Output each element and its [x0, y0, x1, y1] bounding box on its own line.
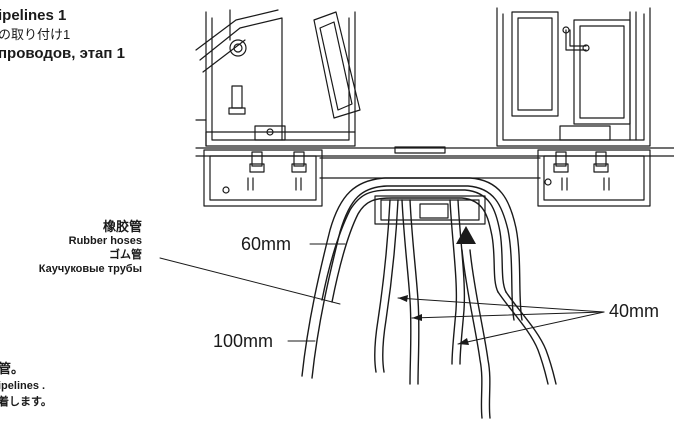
title-ja: の取り付け1: [0, 27, 71, 42]
title-en: ipelines 1: [0, 7, 67, 24]
note-en: ipelines .: [0, 380, 46, 392]
dimension-40mm: 40mm: [609, 301, 660, 321]
dim-40-leader-b: [411, 311, 605, 319]
rubber-hoses-label: 橡胶管 Rubber hoses ゴム管 Каучуковые трубы: [39, 220, 142, 278]
machine-left-body: [195, 9, 361, 147]
title-ru: проводов, этап 1: [0, 45, 125, 62]
machine-right-body: [496, 7, 651, 147]
hose-60mm: [321, 189, 507, 301]
hose-40mm-b: [401, 199, 412, 385]
note-ja-line2: 着します。: [0, 396, 52, 408]
dimension-100mm: 100mm: [213, 331, 274, 351]
hose-100mm: [301, 177, 523, 377]
note-ja-line1: 管。: [0, 361, 25, 376]
dimension-60mm: 60mm: [241, 234, 292, 254]
rubber-hoses-label-zh: 橡胶管: [102, 219, 142, 234]
dim-40-leader-c: [457, 311, 605, 345]
hose-40mm-c: [449, 199, 458, 365]
dim-40-arrowheads: [398, 295, 469, 345]
rubber-hoses-label-en: Rubber hoses: [68, 235, 142, 247]
leader-lines: [159, 243, 605, 345]
rubber-hoses-label-ru: Каучуковые трубы: [38, 263, 142, 275]
left-bracket: [203, 149, 323, 207]
right-bracket: [537, 149, 651, 207]
rubber-hoses-leader: [159, 257, 341, 305]
up-arrow: [456, 226, 476, 244]
hose-clamp: [374, 195, 486, 225]
rubber-hoses: [301, 177, 557, 419]
hose-40mm-a: [373, 199, 391, 373]
dim-40-leader-a: [397, 297, 605, 313]
rubber-hoses-label-ja: ゴム管: [109, 249, 142, 261]
